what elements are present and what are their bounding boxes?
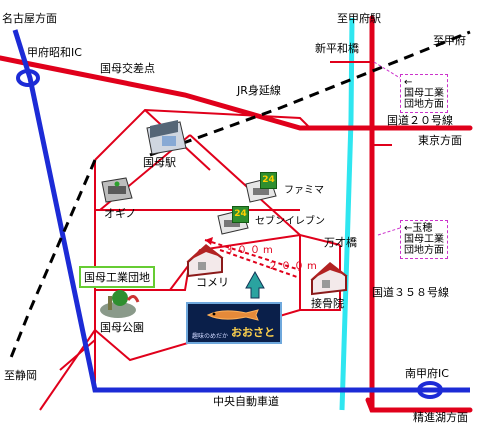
expressway (12, 29, 470, 393)
label-to-shizuoka: 至静岡 (4, 369, 37, 382)
leader-lines (373, 61, 401, 236)
convenience-24-icon: 24 (260, 172, 277, 189)
label-kokubo-station: 国母駅 (143, 156, 176, 169)
kofu-showa-ic-icon (16, 69, 40, 87)
label-tokyo: 東京方面 (418, 134, 462, 147)
distance-arrows (204, 239, 301, 279)
arrow-head-icon (205, 237, 213, 245)
jr-minobu-line (149, 30, 471, 157)
label-industrial-estate: 国母工業団地 (79, 266, 155, 288)
convenience-24-icon: 24 (232, 206, 249, 223)
label-jr-minobu-line: JR身延線 (237, 84, 281, 97)
label-to-kofu-station: 至甲府駅 (337, 12, 381, 25)
direction-box-estate: ← 国母工業 団地方面 (400, 74, 448, 113)
main-roads (0, 15, 473, 413)
label-clinic: 接骨院 (311, 297, 344, 310)
direction-box-line: ←玉穂 (404, 223, 433, 234)
label-chuo-expressway: 中央自動車道 (213, 395, 279, 408)
label-kofu-showa-ic: 甲府昭和IC (27, 46, 82, 59)
shop-subtitle: 趣味のめだか (192, 333, 229, 340)
label-shojiko: 精進湖方面 (413, 411, 468, 424)
direction-box-line: 団地方面 (404, 99, 444, 110)
direction-box-line: 団地方面 (404, 245, 444, 256)
direction-box-line: ← (404, 77, 413, 88)
station-icon (146, 120, 187, 155)
label-nagoya: 名古屋方面 (2, 12, 57, 25)
label-seven-eleven: セブンイレブン (255, 216, 325, 227)
label-shinheiwa-bridge: 新平和橋 (315, 42, 359, 55)
jr-minobu-line-south (8, 159, 97, 361)
label-minami-kofu-ic: 南甲府IC (405, 367, 449, 380)
shop-name: おおさと (231, 326, 276, 339)
label-ogino: オギノ (104, 207, 137, 220)
label-kokubo-crossing: 国母交差点 (100, 62, 155, 75)
label-komeri: コメリ (196, 276, 229, 289)
label-route-20: 国道２０号線 (387, 114, 453, 127)
shop-sign-osato: 趣味のめだか おおさと (186, 302, 282, 344)
label-distance-200m: ２００m (268, 261, 320, 272)
clinic-house-icon (310, 262, 348, 296)
label-route-358: 国道３５８号線 (372, 286, 449, 299)
label-to-kofu: 至甲府 (433, 34, 466, 47)
label-kokubo-park: 国母公園 (100, 321, 144, 334)
minami-kofu-ic-icon (417, 381, 443, 399)
direction-box-tamaho: ←玉穂 国母工業 団地方面 (400, 220, 448, 259)
ogino-store-icon (101, 177, 133, 203)
park-icon (100, 290, 140, 318)
label-mansai-bridge: 万才橋 (324, 236, 357, 249)
direction-box-line: 国母工業 (404, 88, 444, 99)
medaka-fish-icon (206, 309, 259, 321)
river (339, 17, 355, 411)
komeri-house-icon (186, 244, 224, 278)
direction-box-line: 国母工業 (404, 234, 444, 245)
label-familymart: ファミマ (284, 185, 324, 196)
label-distance-300m: ３００m (224, 245, 276, 256)
up-arrow-icon (245, 270, 265, 299)
